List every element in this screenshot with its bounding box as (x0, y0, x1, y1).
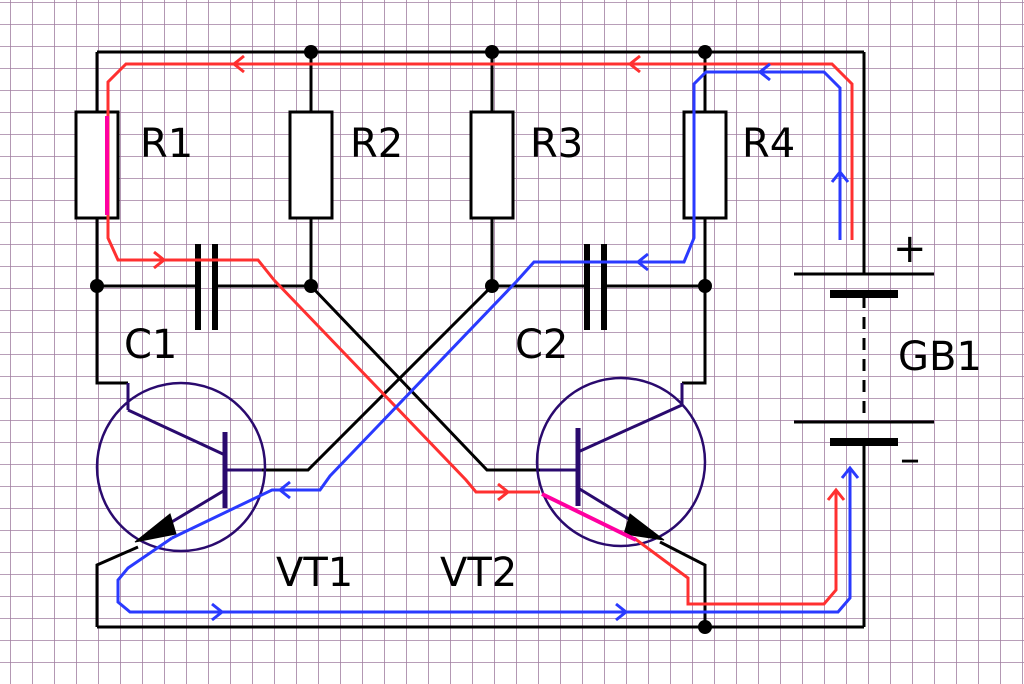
red-arrow-vt2-base (497, 482, 511, 502)
vt2-body (535, 376, 707, 548)
magenta-vt2-emitter-segment (541, 492, 637, 542)
blue-arrow-battery-top (830, 169, 850, 183)
junction-dot (698, 45, 712, 59)
vt1-collector-wire (95, 286, 128, 385)
label-c1: C1 (124, 322, 177, 368)
red-path-bottom (633, 492, 838, 606)
resistor-r4 (682, 110, 728, 220)
blue-path-cross (171, 280, 518, 540)
red-path-top (106, 62, 854, 281)
resistor-r3 (469, 110, 515, 220)
blue-arrow-top (757, 62, 771, 82)
current-path-red (106, 54, 854, 606)
vt2-emitter-wire (659, 540, 707, 627)
label-gb1: GB1 (898, 334, 982, 380)
vt1-emitter-wire (95, 545, 139, 627)
blue-arrow-c2 (635, 252, 649, 272)
junction-dot (698, 279, 712, 293)
resistors (74, 110, 728, 220)
cross-wire-r3-vt1 (262, 284, 494, 472)
vt1-collector-diag (127, 408, 226, 457)
junction-dot (304, 279, 318, 293)
blue-arrow-vt1-base (277, 480, 291, 500)
transistor-vt2 (535, 376, 707, 548)
red-arrow-top-right (627, 54, 641, 74)
resistor-r1 (74, 110, 120, 220)
current-path-blue (116, 62, 860, 622)
junction-dots (90, 45, 712, 634)
resistor-r2 (288, 110, 334, 220)
current-path-overlap (105, 116, 637, 542)
junction-dot (90, 279, 104, 293)
vt1-emitter-arrow (134, 513, 177, 543)
label-r2: R2 (350, 121, 403, 167)
vt2-emitter-arrow (623, 513, 665, 541)
label-c2: C2 (515, 322, 568, 368)
red-arrow-battery (826, 487, 846, 501)
red-arrow-c1 (153, 250, 167, 270)
blue-path-top (514, 70, 842, 284)
label-r1: R1 (140, 121, 193, 167)
label-r3: R3 (530, 121, 583, 167)
blue-arrow-bottom-left (211, 602, 225, 622)
blue-arrow-bottom-right (615, 602, 629, 622)
label-r4: R4 (742, 121, 795, 167)
junction-dot (485, 279, 499, 293)
label-minus: – (900, 436, 920, 482)
junction-dot (698, 620, 712, 634)
vt2-collector-diag (577, 403, 683, 454)
battery-gb1 (794, 272, 934, 446)
label-vt2: VT2 (440, 550, 517, 596)
transistor-vt1 (95, 381, 267, 553)
vt2-collector-wire (682, 286, 707, 385)
capacitors (195, 244, 607, 330)
label-plus: + (893, 226, 927, 272)
junction-dot (485, 45, 499, 59)
vt1-body (95, 381, 267, 553)
circuit-wires (95, 50, 866, 629)
cross-wire-r2-vt2 (309, 284, 540, 472)
red-arrow-top-left (231, 54, 245, 74)
junction-dot (304, 45, 318, 59)
label-vt1: VT1 (276, 550, 353, 596)
blue-path-bottom (116, 470, 852, 614)
blue-arrow-battery-bottom (840, 465, 860, 479)
